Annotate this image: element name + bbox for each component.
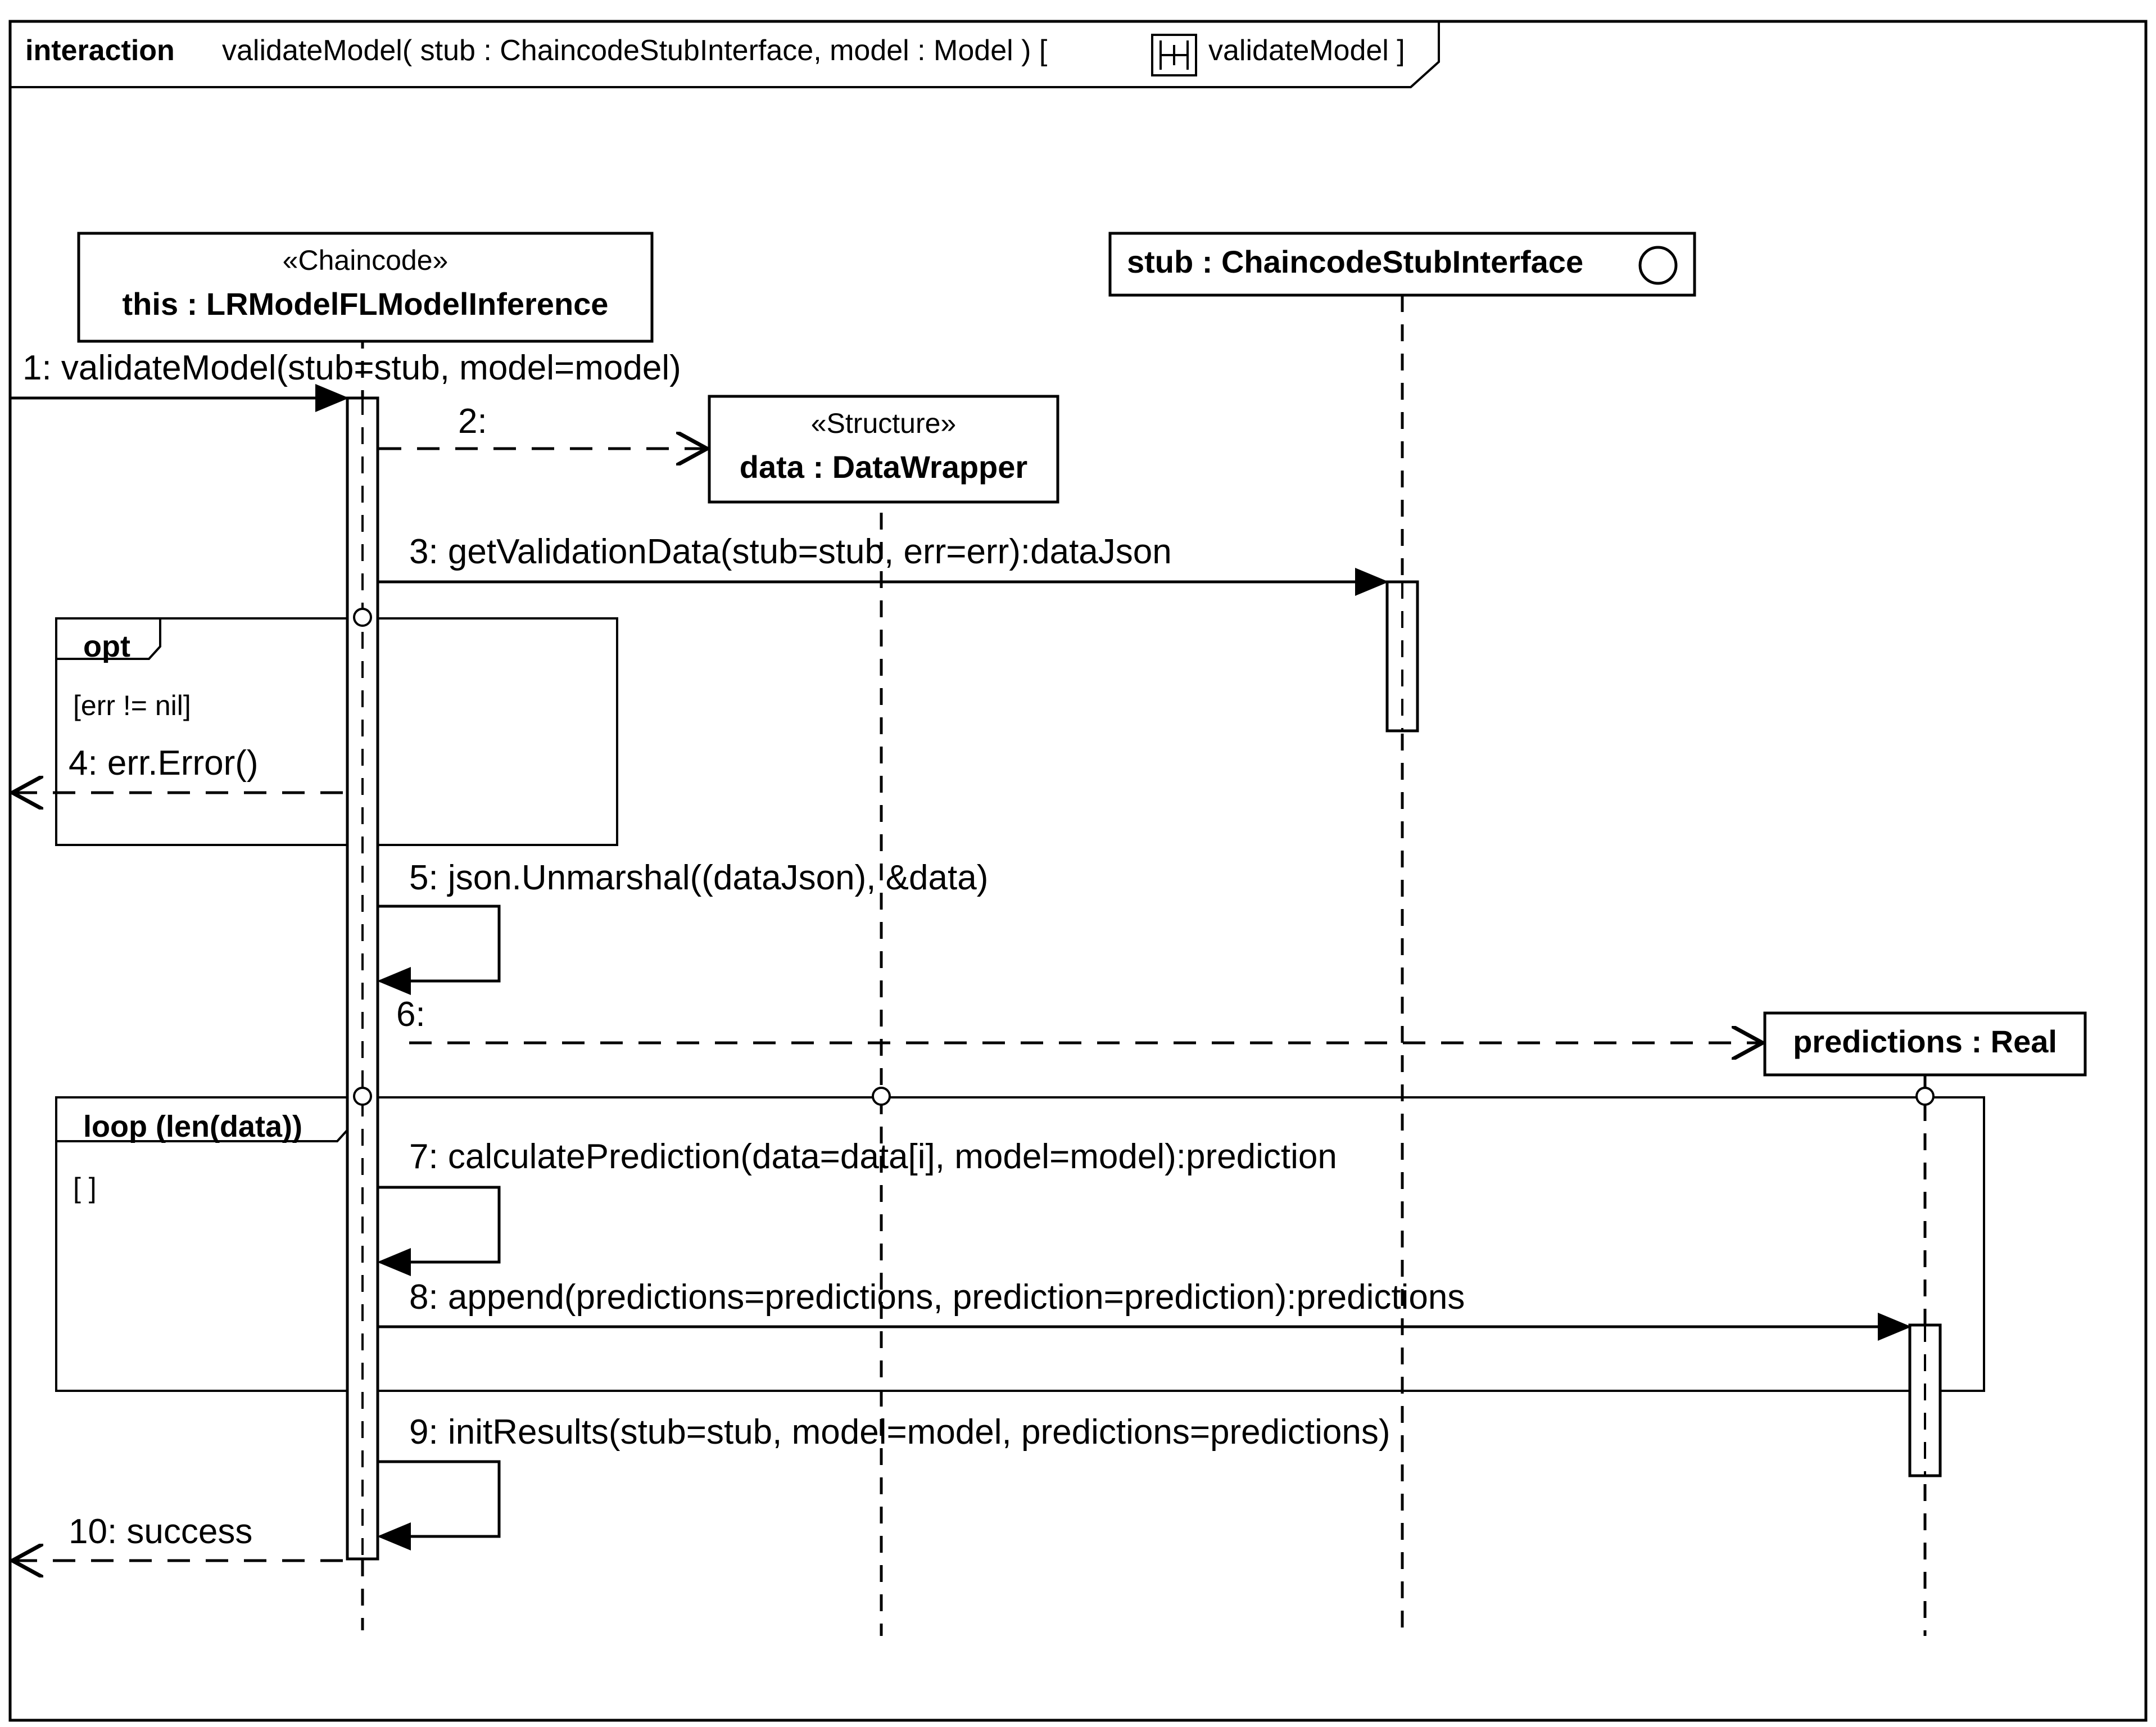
message-4-label: 4: err.Error() xyxy=(69,744,259,783)
opt-guard: [err != nil] xyxy=(73,690,191,721)
loop-operator: loop (len(data)) xyxy=(83,1110,302,1143)
lifeline-predictions-name: predictions : Real xyxy=(1793,1024,2057,1059)
message-1: 1: validateModel(stub=stub, model=model) xyxy=(10,349,681,412)
lifeline-this-stereotype: «Chaincode» xyxy=(283,245,449,276)
message-2-label: 2: xyxy=(458,402,487,441)
message-5: 5: json.Unmarshal((dataJson), &data) xyxy=(377,858,988,995)
message-10: 10: success xyxy=(12,1512,343,1561)
interaction-frame: interaction validateModel( stub : Chainc… xyxy=(8,20,2148,1722)
message-2: 2: xyxy=(379,402,707,449)
opt-cover-this xyxy=(353,608,372,627)
lifeline-this-head: «Chaincode» this : LRModelFLModelInferen… xyxy=(77,232,654,343)
lifeline-data-head: «Structure» data : DataWrapper xyxy=(708,395,1059,504)
activation-this xyxy=(346,396,379,1561)
message-1-label: 1: validateModel(stub=stub, model=model) xyxy=(22,349,681,387)
message-7-label: 7: calculatePrediction(data=data[i], mod… xyxy=(409,1137,1337,1176)
frame-signature: validateModel( stub : ChaincodeStubInter… xyxy=(222,34,1048,67)
lifeline-data-name: data : DataWrapper xyxy=(740,449,1027,485)
message-3: 3: getValidationData(stub=stub, err=err)… xyxy=(379,532,1389,596)
loop-cover-this xyxy=(353,1087,372,1106)
message-3-label: 3: getValidationData(stub=stub, err=err)… xyxy=(409,532,1172,571)
message-4: 4: err.Error() xyxy=(12,744,343,793)
opt-operator: opt xyxy=(83,630,130,663)
message-6-label: 6: xyxy=(396,995,425,1034)
lifeline-data-stereotype: «Structure» xyxy=(811,408,956,439)
loop-guard: [ ] xyxy=(73,1172,97,1204)
opt-fragment: opt [err != nil] xyxy=(55,617,618,846)
lifeline-this-name: this : LRModelFLModelInference xyxy=(123,286,609,322)
frame-ref-label: validateModel ] xyxy=(1208,34,1405,67)
message-5-label: 5: json.Unmarshal((dataJson), &data) xyxy=(409,858,988,897)
interface-circle-icon xyxy=(1638,246,1678,285)
interaction-ref-icon xyxy=(1151,34,1197,76)
lifeline-stub-head: stub : ChaincodeStubInterface xyxy=(1108,232,1696,297)
message-8-label: 8: append(predictions=predictions, predi… xyxy=(409,1278,1465,1317)
message-6: 6: xyxy=(396,995,1763,1043)
message-7: 7: calculatePrediction(data=data[i], mod… xyxy=(377,1137,1337,1276)
lifeline-stub-name: stub : ChaincodeStubInterface xyxy=(1127,244,1583,279)
loop-cover-predictions xyxy=(1915,1087,1935,1106)
message-8: 8: append(predictions=predictions, predi… xyxy=(379,1278,1912,1341)
message-9: 9: initResults(stub=stub, model=model, p… xyxy=(377,1413,1390,1550)
frame-keyword: interaction xyxy=(25,34,175,67)
message-10-label: 10: success xyxy=(69,1512,252,1551)
loop-cover-data xyxy=(872,1087,891,1106)
message-9-label: 9: initResults(stub=stub, model=model, p… xyxy=(409,1413,1390,1452)
lifeline-predictions-head: predictions : Real xyxy=(1763,1011,2087,1077)
